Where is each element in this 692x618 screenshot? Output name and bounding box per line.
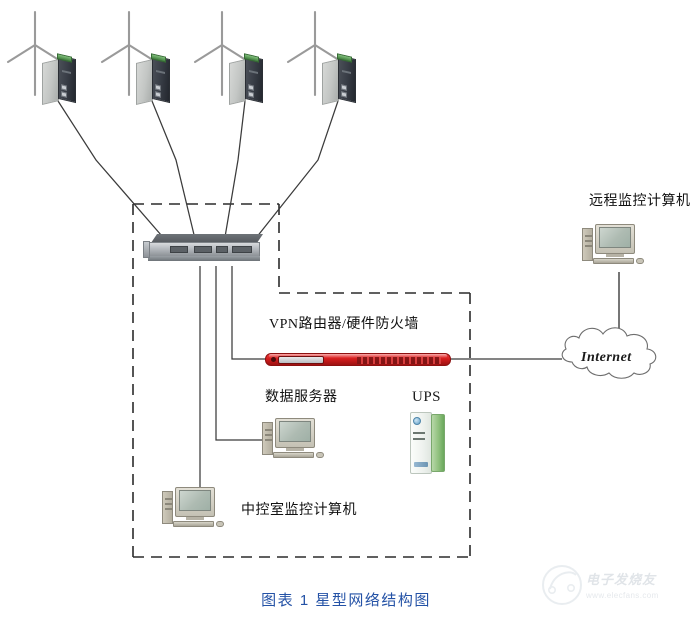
ups-side-panel xyxy=(431,414,445,472)
firewall-port-bank xyxy=(357,357,441,364)
core-rack-switch[interactable] xyxy=(143,234,266,268)
site-boundary-dashed xyxy=(132,203,471,558)
pc-monitor-stand xyxy=(186,517,204,520)
pc-mouse xyxy=(216,521,224,527)
switch-port-1 xyxy=(341,84,347,91)
label-remote-pc: 远程监控计算机 xyxy=(589,194,691,209)
pc-keyboard xyxy=(273,452,314,458)
label-internet: Internet xyxy=(581,350,632,365)
switch-front-panel xyxy=(136,59,153,105)
uplink-turbine-2 xyxy=(151,100,197,244)
ups-power-button[interactable] xyxy=(413,417,421,425)
pc-tower xyxy=(162,491,173,524)
rack-port-group-1 xyxy=(170,246,188,253)
switch-port-1 xyxy=(248,84,254,91)
firewall-lcd-panel xyxy=(278,356,324,364)
turbine-switch-4[interactable] xyxy=(322,53,362,105)
uplink-turbine-1 xyxy=(57,100,169,244)
turbine-switch-3[interactable] xyxy=(229,53,269,105)
switch-port-2 xyxy=(61,91,67,98)
pc-tower xyxy=(582,228,593,261)
turbine-switch-1[interactable] xyxy=(42,53,82,105)
pc-screen xyxy=(599,227,631,248)
ups-unit[interactable] xyxy=(410,412,446,474)
switch-port-2 xyxy=(155,91,161,98)
label-vpn-router: VPN路由器/硬件防火墙 xyxy=(269,317,419,332)
data-server-pc[interactable] xyxy=(262,418,328,466)
ups-brand-logo xyxy=(414,462,428,467)
rack-port-group-3 xyxy=(216,246,228,253)
switch-port-2 xyxy=(248,91,254,98)
uplink-turbine-3 xyxy=(223,100,246,244)
rack-switch-base xyxy=(148,256,260,261)
switch-port-1 xyxy=(61,84,67,91)
turbine-switch-2[interactable] xyxy=(136,53,176,105)
uplink-turbine-4 xyxy=(251,100,339,244)
link-switch-dataserver xyxy=(215,266,262,441)
ups-indicator-2 xyxy=(413,438,425,440)
firewall-highlight xyxy=(269,354,447,358)
rack-port-group-2 xyxy=(194,246,212,253)
pc-tower xyxy=(262,422,273,455)
label-control-room-pc: 中控室监控计算机 xyxy=(241,503,357,518)
pc-keyboard xyxy=(593,258,634,264)
pc-screen xyxy=(279,421,311,442)
ups-indicator-1 xyxy=(413,432,425,434)
rack-port-group-4 xyxy=(232,246,252,253)
label-ups: UPS xyxy=(412,389,442,405)
pc-mouse xyxy=(316,452,324,458)
pc-monitor-stand xyxy=(606,254,624,257)
core-downlinks xyxy=(199,266,268,487)
wind-turbine-icon-3 xyxy=(193,10,251,97)
firewall-power-knob xyxy=(271,357,276,362)
link-switch-firewall xyxy=(231,266,268,360)
pc-keyboard xyxy=(173,521,214,527)
turbine-uplinks xyxy=(57,100,339,244)
wind-turbine-icon-4 xyxy=(286,10,344,97)
pc-mouse xyxy=(636,258,644,264)
control-room-pc[interactable] xyxy=(162,487,228,535)
figure-caption: 图表 1 星型网络结构图 xyxy=(261,592,431,609)
switch-port-2 xyxy=(341,91,347,98)
switch-front-panel xyxy=(42,59,59,105)
label-data-server: 数据服务器 xyxy=(265,390,338,405)
switch-port-1 xyxy=(155,84,161,91)
pc-screen xyxy=(179,490,211,511)
rack-switch-mount-ear xyxy=(143,241,150,258)
switch-front-panel xyxy=(322,59,339,105)
switch-front-panel xyxy=(229,59,246,105)
vpn-router-firewall[interactable] xyxy=(265,350,451,368)
remote-monitor-pc[interactable] xyxy=(582,224,648,272)
internet-cloud-shape xyxy=(561,327,657,379)
pc-monitor-stand xyxy=(286,448,304,451)
